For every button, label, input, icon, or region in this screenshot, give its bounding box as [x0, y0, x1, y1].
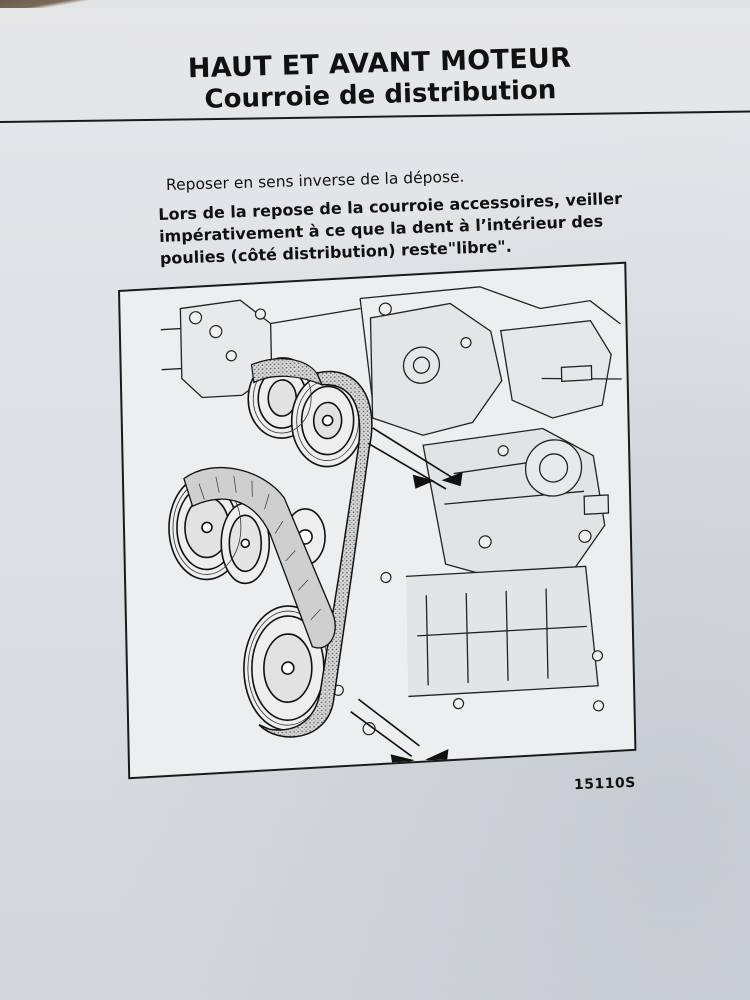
figure-reference-number: 15110S	[573, 774, 637, 794]
accessory-belt	[258, 370, 373, 738]
ribbed-belt	[183, 466, 336, 649]
intro-instruction: Reposer en sens inverse de la dépose.	[165, 167, 465, 194]
belt-ribs	[198, 475, 321, 620]
warning-paragraph: Lors de la repose de la courroie accesso…	[158, 188, 630, 270]
title-divider	[0, 110, 750, 123]
clearance-arrows	[350, 427, 463, 769]
title-block: HAUT ET AVANT MOTEUR Courroie de distrib…	[149, 42, 611, 117]
belt-inner-run	[250, 358, 324, 386]
bolt-heads	[188, 302, 605, 736]
pulleys	[168, 357, 365, 731]
engine-block-lines	[160, 286, 622, 698]
engine-drawing	[160, 286, 622, 769]
engine-belt-illustration	[118, 261, 637, 780]
manual-page: HAUT ET AVANT MOTEUR Courroie de distrib…	[0, 8, 750, 1000]
